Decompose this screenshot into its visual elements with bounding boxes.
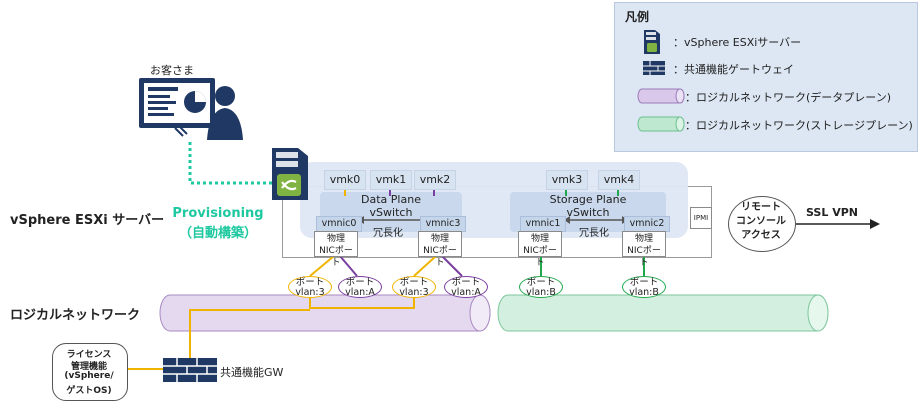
server-icon <box>644 30 660 54</box>
esxi-server-label: vSphere ESXi サーバー <box>10 213 165 228</box>
remote-console-line1: リモート <box>741 202 781 213</box>
logical-network-label: ロジカルネットワーク <box>10 308 141 323</box>
legend-item-gateway: ：共通機能ゲートウェイ <box>673 63 794 76</box>
provisioning-label: Provisioning <box>172 206 264 221</box>
gateway-icon <box>643 61 665 75</box>
ssl-vpn-label: SSL VPN <box>806 206 858 219</box>
storage-plane-title: Storage Plane <box>549 193 627 206</box>
shared-gw-label: 共通機能GW <box>220 366 284 379</box>
storage-plane-subtitle: vSwitch <box>566 206 610 219</box>
data-plane-pipe-icon <box>637 88 685 104</box>
ipmi-port: IPMI <box>690 207 712 229</box>
vmk3-label: vmk3 <box>546 170 588 190</box>
license-line4: ゲストOS) <box>66 386 112 396</box>
legend-title: 凡例 <box>625 10 650 24</box>
server-icon <box>272 148 308 200</box>
data-plane-subtitle: vSwitch <box>369 206 413 219</box>
remote-console-line3: アクセス <box>741 230 781 241</box>
legend-panel: 凡例 ：vSphere ESXiサーバー ：共通機能ゲートウェイ ：ロジカルネッ… <box>614 2 918 152</box>
storage-redundancy-label: 冗長化 <box>579 228 609 239</box>
data-plane-title: Data Plane <box>361 193 421 206</box>
vmk1-label: vmk1 <box>370 170 412 190</box>
legend-item-server: ：vSphere ESXiサーバー <box>673 36 802 49</box>
legend-item-data-plane: ：ロジカルネットワーク(データプレーン) <box>685 91 892 104</box>
license-box <box>52 343 128 401</box>
license-line1: ライセンス <box>66 350 112 360</box>
data-redundancy-label: 冗長化 <box>373 228 403 239</box>
storage-plane-pipe-icon <box>637 116 685 132</box>
vmk0-label: vmk0 <box>324 170 366 190</box>
customer-icon <box>139 78 243 140</box>
legend-item-storage-plane: ：ロジカルネットワーク(ストレージプレーン) <box>685 119 913 132</box>
remote-console-bubble <box>728 196 796 252</box>
remote-console-line2: コンソール <box>736 216 786 227</box>
license-line3: (vSphere/ <box>64 371 114 381</box>
customer-label: お客さま <box>150 64 194 77</box>
vmk2-label: vmk2 <box>414 170 456 190</box>
provisioning-sub-label: （自動構築） <box>178 226 257 241</box>
vmk4-label: vmk4 <box>598 170 640 190</box>
license-line2: 管理機能 <box>70 362 107 372</box>
gateway-icon <box>163 358 217 382</box>
